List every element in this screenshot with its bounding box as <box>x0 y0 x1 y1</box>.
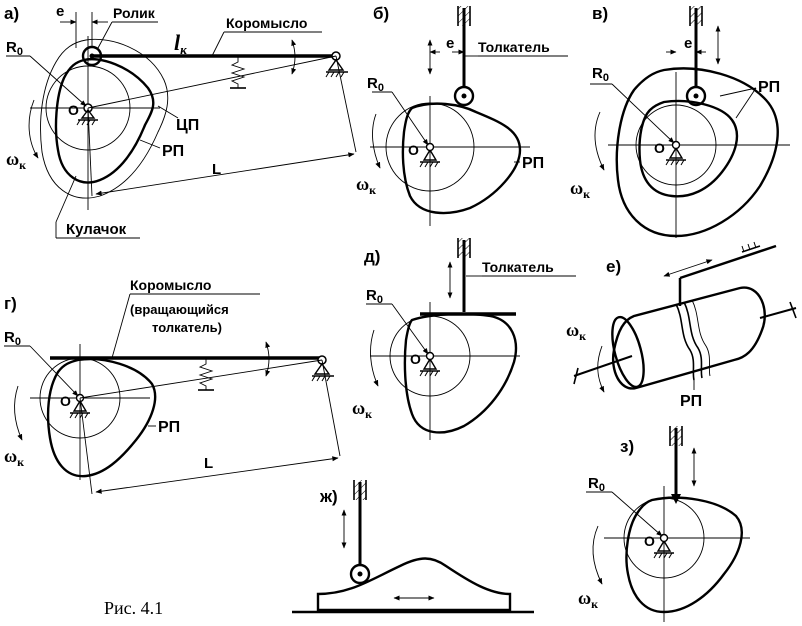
panel-g-L-label: L <box>204 455 213 472</box>
panel-z-omega-label: ωк <box>578 588 598 611</box>
panel-v-roller <box>685 85 707 107</box>
panel-a-roller-label: Ролик <box>113 5 156 21</box>
panel-a-cam-label: Кулачок <box>66 221 127 238</box>
panel-a-r0-label: R0 <box>6 39 23 58</box>
panel-e-follower-rod <box>679 244 777 280</box>
panel-a-omega-arrow <box>28 99 39 159</box>
panel-b-r0-label: R0 <box>367 75 384 94</box>
panel-g-omega-label: ωк <box>4 446 24 469</box>
panel-a-pitch-profile <box>40 38 169 199</box>
panel-a: а) O L <box>4 3 357 239</box>
panel-z: з) O R0 ωк <box>578 426 750 622</box>
panel-a-rp-label: РП <box>162 143 184 160</box>
panel-b-o-label: O <box>408 142 419 158</box>
panel-b-letter: б) <box>373 4 389 23</box>
panel-b-rp-label: РП <box>522 155 544 172</box>
panel-b-omega-label: ωк <box>356 174 376 197</box>
panel-d-follower-label: Толкатель <box>482 259 554 275</box>
panel-d-r0-label: R0 <box>366 287 383 306</box>
panel-g-o-label: O <box>60 393 71 409</box>
panel-g-cam-profile <box>46 358 157 478</box>
panel-zh-cam-slider <box>316 557 512 612</box>
panel-zh-roller <box>349 563 371 585</box>
panel-d-o-label: O <box>410 351 421 367</box>
panel-d-cam-profile <box>403 312 518 434</box>
panel-v: в) O e R0 РП ωк <box>570 4 790 238</box>
panel-b: б) O e Толкатель R0 РП <box>356 4 568 226</box>
panel-g: г) O L Коромысло (вращающийся толкатель) <box>4 277 341 495</box>
panel-v-inner-profile <box>638 99 739 198</box>
panel-g-rocker-note-1: (вращающийся <box>130 302 229 317</box>
panel-a-L-dimension <box>95 152 355 196</box>
panel-e: е) ωк РП <box>566 241 797 410</box>
panel-z-o-label: O <box>644 533 655 549</box>
panel-a-letter: а) <box>4 4 19 23</box>
panel-v-omega-label: ωк <box>570 178 590 201</box>
panel-g-letter: г) <box>4 294 17 313</box>
panel-d-omega-label: ωк <box>352 398 372 421</box>
panel-e-letter: е) <box>606 257 621 276</box>
panel-a-L-label: L <box>212 161 221 178</box>
panel-v-outer-profile <box>615 67 779 238</box>
panel-b-e-label: e <box>446 35 454 52</box>
panel-zh: ж) <box>292 480 534 614</box>
panel-v-o-label: O <box>654 140 665 156</box>
panel-e-cylinder <box>611 286 766 390</box>
panel-z-r0-label: R0 <box>588 475 605 494</box>
panel-z-letter: з) <box>620 437 634 456</box>
panel-v-e-label: e <box>684 35 692 52</box>
panel-g-rp-label: РП <box>158 419 180 436</box>
panel-v-letter: в) <box>592 4 608 23</box>
panel-b-cam-profile <box>401 102 522 215</box>
panel-zh-letter: ж) <box>319 487 338 506</box>
figure-caption: Рис. 4.1 <box>104 598 163 618</box>
panel-e-rp-label: РП <box>680 393 702 410</box>
panel-a-rocker-label: Коромысло <box>226 15 307 31</box>
panel-d: д) O Толкатель R0 ωк <box>352 238 576 440</box>
panel-a-cp-label: ЦП <box>176 117 199 134</box>
panel-b-roller <box>453 85 475 107</box>
panel-a-spring <box>230 56 246 88</box>
panel-g-r0-label: R0 <box>4 329 21 348</box>
panel-g-rocker-note-2: толкатель) <box>152 320 222 335</box>
panel-a-o-label: O <box>68 102 79 118</box>
panel-z-cam-profile <box>625 496 743 614</box>
panel-d-letter: д) <box>364 247 380 266</box>
panel-a-omega-label: ωк <box>6 149 26 172</box>
panel-a-swing-arrow <box>291 39 297 75</box>
panel-b-follower-label: Толкатель <box>478 39 550 55</box>
panel-v-rp-label: РП <box>758 79 780 96</box>
panel-a-lk-label: lк <box>174 30 187 57</box>
panel-e-omega-label: ωк <box>566 320 586 343</box>
panel-a-e-label: e <box>56 3 64 20</box>
panel-v-r0-label: R0 <box>592 65 609 84</box>
panel-g-rocker-label: Коромысло <box>130 277 211 293</box>
panel-a-cam-profile <box>54 57 155 184</box>
